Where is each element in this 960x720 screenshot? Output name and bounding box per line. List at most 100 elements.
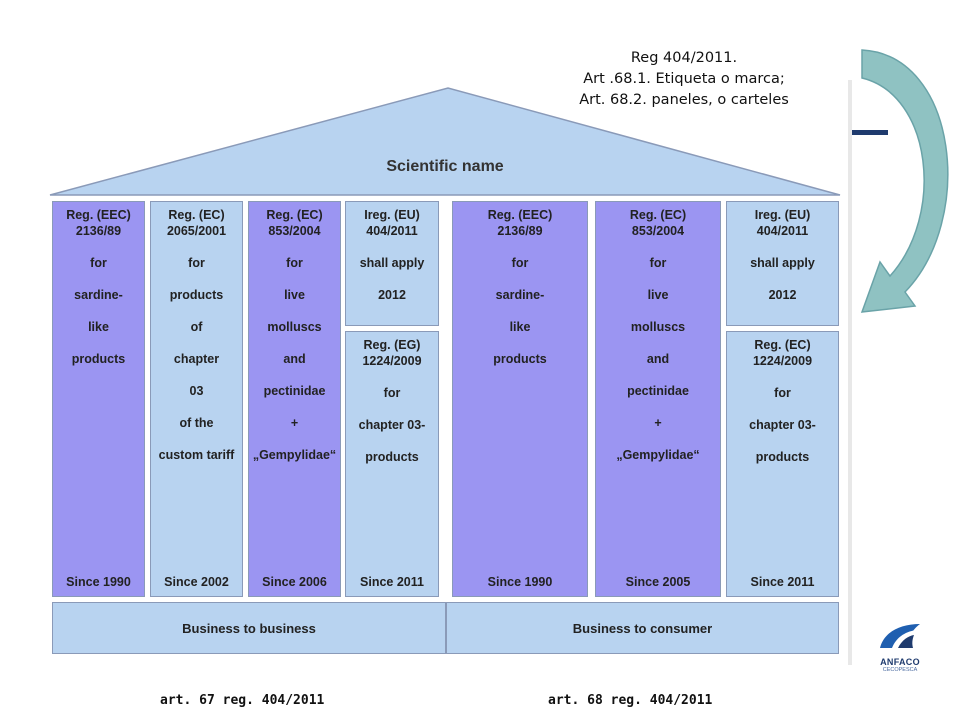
curved-arrow-icon [860,49,949,313]
pillar-line: molluscs [630,320,686,334]
pillar-line: „Gempylidae“ [252,448,337,462]
pillar-line: chapter 03- [749,418,816,432]
regulation-note: Reg 404/2011. Art .68.1. Etiqueta o marc… [548,48,820,111]
pillar-line: custom tariff [158,448,235,462]
pillar-line: 1224/2009 [362,354,422,368]
pillar-since: Since 2011 [750,575,815,589]
pillar-line: shall apply [359,256,425,270]
pillar-line: 1224/2009 [752,354,813,368]
pillar-line: 2136/89 [497,224,543,238]
pillar-ec-1224-consumer: Reg. (EC) 1224/2009 for chapter 03- products… [726,331,839,597]
pillar-line: 2012 [378,288,406,302]
pillar-line: pectinidae [627,384,689,398]
right-divider [848,80,852,665]
pillar-line: chapter [173,352,220,366]
pillar-line: 2012 [768,288,797,302]
pillar-lines: Reg. (EC) 1224/2009 for chapter 03- products [727,338,838,482]
pillar-line: Reg. (EC) [629,208,687,222]
pillar-since: Since 2005 [625,575,691,589]
pillar-line: live [284,288,305,302]
pillar-line: 853/2004 [631,224,685,238]
pillar-line: for [511,256,529,270]
pillar-line: pectinidae [263,384,326,398]
pillar-line: and [646,352,670,366]
pillar-line: sardine- [495,288,545,302]
pillar-line: for [286,256,303,270]
pillar-lines: Reg. (EC) 2065/2001 for products of chapter 03… [151,208,242,480]
pillar-line: Reg. (EC) [266,208,323,222]
pillar-lines: Reg. (EC) 853/2004 for live molluscs and pecti… [249,208,340,480]
pillar-ec-853-consumer: Reg. (EC) 853/2004 for live molluscs and pecti… [595,201,721,597]
pillar-line: Reg. (EC) [168,208,225,222]
base-business-to-business: Business to business [52,602,446,654]
pillar-ec-853: Reg. (EC) 853/2004 for live molluscs and pecti… [248,201,341,597]
pillar-lines: Ireg. (EU) 404/2011 shall apply 2012 [346,208,438,320]
pillar-eec-2136-consumer: Reg. (EEC) 2136/89 for sardine-like products… [452,201,588,597]
footer-art-67: art. 67 reg. 404/2011 [160,693,325,708]
pillar-line: molluscs [267,320,322,334]
pillar-eec-2136: Reg. (EEC) 2136/89 for sardine-like products… [52,201,145,597]
pillar-lines: Ireg. (EU) 404/2011 shall apply 2012 [727,208,838,320]
pillar-line: for [90,256,107,270]
pillar-lines: Reg. (EEC) 2136/89 for sardine-like products [453,208,587,384]
anfaco-logo: ANFACO CECOPESCA [870,620,930,673]
pillar-line: Ireg. (EU) [754,208,811,222]
pillar-line: 404/2011 [366,224,418,238]
pillar-line: products [755,450,810,464]
pillar-line: for [774,386,791,400]
footer-art-68: art. 68 reg. 404/2011 [548,693,713,708]
pillar-line: products [71,352,126,366]
pillar-line: like [509,320,531,334]
pillar-since: Since 2006 [262,575,327,589]
logo-subtitle: CECOPESCA [882,667,918,673]
pillar-line: shall apply [750,256,815,270]
note-line: Art. 68.2. paneles, o carteles [579,92,789,108]
pillar-line: Reg. (EEC) [66,208,131,222]
pillar-line: products [493,352,547,366]
pillar-line: and [283,352,306,366]
pillar-line: products [365,450,419,464]
pillar-since: Since 2002 [164,575,229,589]
pillar-line: 2136/89 [75,224,122,238]
pillar-eu-404-consumer: Ireg. (EU) 404/2011 shall apply 2012 [726,201,839,326]
accent-dash [852,130,888,135]
pillar-line: Ireg. (EU) [364,208,420,222]
roof-shape [49,87,841,196]
pillar-line: 03 [189,384,204,398]
pillar-since: Since 2011 [360,575,424,589]
pillar-line: chapter 03- [358,418,426,432]
pillar-ec-2065: Reg. (EC) 2065/2001 for products of chapter 03… [150,201,243,597]
roof-title: Scientific name [386,158,504,175]
pillar-line: Reg. (EG) [363,338,421,352]
pillar-since: Since 1990 [66,575,131,589]
pillar-eu-404: Ireg. (EU) 404/2011 shall apply 2012 [345,201,439,326]
pillar-line: „Gempylidae“ [616,448,700,462]
pillar-line: like [88,320,109,334]
note-line: Reg 404/2011. [630,50,738,66]
pillar-line: for [383,386,401,400]
pillar-line: of the [179,416,214,430]
logo-name: ANFACO [880,657,920,667]
pillar-line: 2065/2001 [166,224,227,238]
pillar-line: Reg. (EEC) [487,208,553,222]
pillar-lines: Reg. (EEC) 2136/89 for sardine-like products [53,208,144,384]
pillar-line: + [654,416,662,430]
pillar-lines: Reg. (EC) 853/2004 for live molluscs and pecti… [596,208,720,480]
pillar-eg-1224: Reg. (EG) 1224/2009 for chapter 03- products… [345,331,439,597]
pillar-line: 853/2004 [268,224,321,238]
note-line: Art .68.1. Etiqueta o marca; [583,71,785,87]
pillar-line: for [188,256,205,270]
pillar-line: 404/2011 [756,224,809,238]
pillar-line: sardine- [74,288,123,302]
pillar-line: live [647,288,669,302]
anfaco-fish-icon [880,624,920,648]
pillar-line: products [169,288,224,302]
pillar-line: Reg. (EC) [754,338,811,352]
pillar-since: Since 1990 [487,575,553,589]
pillar-line: of [190,320,203,334]
pillar-line: for [649,256,667,270]
pillar-lines: Reg. (EG) 1224/2009 for chapter 03- products [346,338,438,482]
pillar-line: + [290,416,299,430]
base-business-to-consumer: Business to consumer [446,602,839,654]
